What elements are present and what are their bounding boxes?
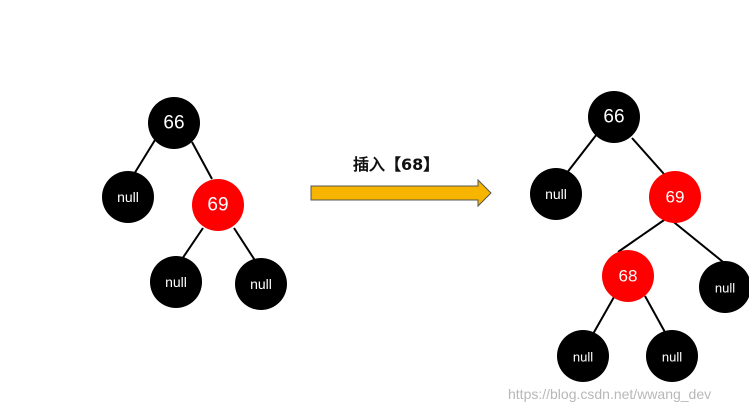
node-label: 66 (163, 113, 184, 134)
node-label: 66 (603, 107, 624, 128)
watermark-text: https://blog.csdn.net/wwang_dev (508, 386, 711, 402)
node-circle (148, 97, 200, 149)
node-circle (588, 91, 640, 143)
tree-node-null: null (235, 258, 287, 310)
tree-node-null: null (646, 330, 698, 382)
node-label: 69 (207, 195, 228, 216)
node-circle (699, 261, 749, 313)
node-circle (649, 171, 701, 223)
tree-node-66: 66 (588, 91, 640, 143)
node-label: null (662, 350, 682, 365)
tree-node-69: 69 (649, 171, 701, 223)
edge-68-null68L (592, 296, 615, 335)
node-circle (102, 171, 154, 223)
node-circle (602, 250, 654, 302)
tree-node-null: null (102, 171, 154, 223)
node-circle (530, 168, 582, 220)
edge-69-nullR (669, 218, 729, 267)
node-label: null (165, 274, 187, 290)
node-circle (150, 256, 202, 308)
node-label: 68 (619, 267, 638, 286)
arrow-label: 插入【68】 (353, 155, 439, 174)
insert-arrow: 插入【68】 (310, 155, 492, 208)
node-circle (557, 330, 609, 382)
tree-node-null: null (699, 261, 749, 313)
node-label: 69 (666, 188, 685, 207)
node-circle (235, 258, 287, 310)
tree-node-68: 68 (602, 250, 654, 302)
tree-node-null: null (150, 256, 202, 308)
tree-node-null: null (530, 168, 582, 220)
node-circle (646, 330, 698, 382)
after-tree: 66 null 69 68 null null null (530, 91, 749, 382)
tree-node-null: null (557, 330, 609, 382)
tree-node-69: 69 (192, 179, 244, 231)
edge-66-nullL (565, 133, 598, 175)
node-label: null (715, 281, 735, 296)
edge-69-68 (617, 217, 668, 253)
node-label: null (573, 350, 593, 365)
node-label: null (250, 276, 272, 292)
node-label: null (545, 186, 567, 202)
edge-69-nullRL (179, 227, 204, 263)
edge-69-nullRR (233, 227, 257, 263)
before-tree: 66 null 69 null null (102, 97, 287, 310)
tree-node-66: 66 (148, 97, 200, 149)
edge-66-69 (191, 141, 213, 180)
edge-68-null68R (644, 295, 667, 335)
node-label: null (117, 189, 139, 205)
edge-66-69 (631, 137, 665, 175)
node-circle (192, 179, 244, 231)
arrow-shape (310, 178, 492, 208)
